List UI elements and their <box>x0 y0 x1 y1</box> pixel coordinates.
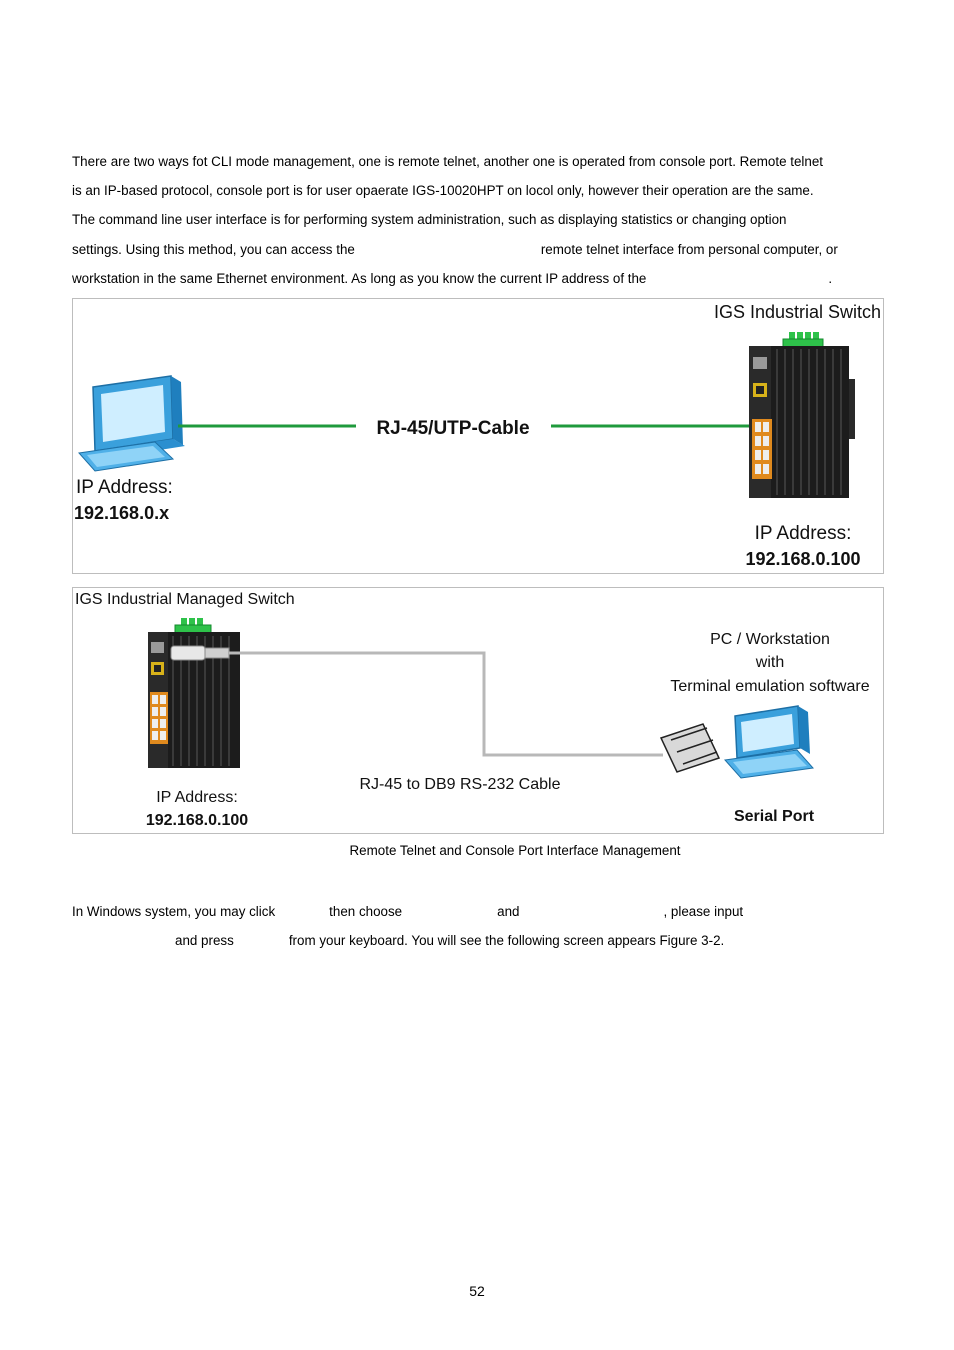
console-switch-ip-label: IP Address: <box>156 789 238 806</box>
windows-paragraph: In Windows system, you may click then cho… <box>72 897 884 955</box>
console-cable-label: RJ-45 to DB9 RS-232 Cable <box>360 776 561 793</box>
intro-line-4a: settings. Using this method, you can acc… <box>72 241 355 257</box>
pc-ip-label: IP Address: <box>76 477 173 498</box>
cable-label: RJ-45/UTP-Cable <box>376 418 529 439</box>
intro-line-5b: . <box>828 270 833 286</box>
intro-line-5: workstation in the same Ethernet environ… <box>72 264 884 293</box>
intro-line-3: The command line user interface is for p… <box>72 212 787 228</box>
intro-line-5a: workstation in the same Ethernet environ… <box>72 270 647 286</box>
console-connector-icon <box>170 645 230 661</box>
figure-remote-telnet: RJ-45/UTP-Cable IGS Industrial Switch <box>72 298 884 574</box>
pc-label-line-1: PC / Workstation <box>710 631 830 648</box>
windows-line-1a: In Windows system, you may click <box>72 904 276 919</box>
windows-line-1b: then choose <box>329 904 403 919</box>
windows-line-1: In Windows system, you may click then cho… <box>72 897 884 926</box>
switch-ip-value: 192.168.0.100 <box>745 549 860 569</box>
pc-label-line-3: Terminal emulation software <box>670 678 869 695</box>
managed-switch-label: IGS Industrial Managed Switch <box>75 591 295 608</box>
windows-line-2b: from your keyboard. You will see the fol… <box>288 933 725 949</box>
page-number: 52 <box>469 1283 485 1299</box>
switch-ip-label: IP Address: <box>755 523 852 544</box>
console-switch-ip-value: 192.168.0.100 <box>146 812 248 829</box>
windows-line-1d: , please input <box>663 904 744 919</box>
managed-switch-icon <box>148 618 240 768</box>
console-cable <box>229 651 663 757</box>
pc-label-line-2: with <box>755 654 784 671</box>
pc-ip-value: 192.168.0.x <box>74 503 169 523</box>
intro-line-4: settings. Using this method, you can acc… <box>72 235 884 264</box>
db9-plug-icon <box>659 723 721 773</box>
serial-port-label: Serial Port <box>734 808 815 825</box>
switch-label: IGS Industrial Switch <box>714 302 881 322</box>
workstation-computer-icon <box>724 705 814 779</box>
intro-line-1: There are two ways fot CLI mode manageme… <box>72 154 824 169</box>
intro-paragraph: There are two ways fot CLI mode manageme… <box>72 147 884 293</box>
figure-caption: Remote Telnet and Console Port Interface… <box>349 843 681 858</box>
figure-console-port-diagram: IGS Industrial Managed Switch <box>75 591 870 829</box>
pc-computer-icon <box>78 375 185 472</box>
windows-line-1c: and <box>497 904 520 919</box>
industrial-switch-icon <box>749 332 855 498</box>
windows-line-2: and press from your keyboard. You will se… <box>72 926 884 955</box>
figure-console-port: IGS Industrial Managed Switch <box>72 587 884 834</box>
windows-line-2a: and press <box>175 933 234 949</box>
intro-line-2: is an IP-based protocol, console port is… <box>72 183 814 199</box>
figure-remote-telnet-diagram: RJ-45/UTP-Cable IGS Industrial Switch <box>74 302 881 569</box>
intro-line-4b: remote telnet interface from personal co… <box>540 241 838 257</box>
